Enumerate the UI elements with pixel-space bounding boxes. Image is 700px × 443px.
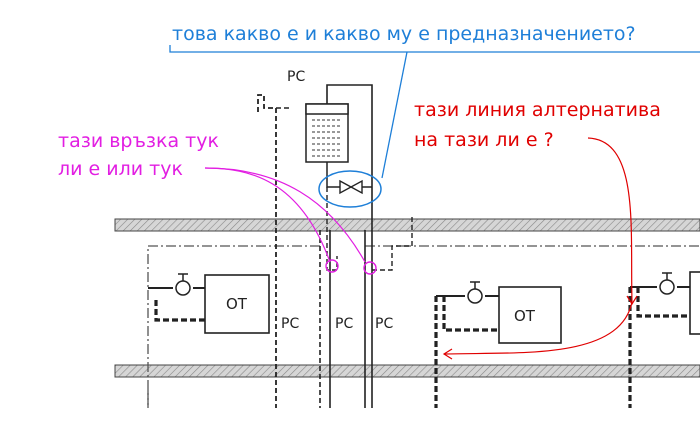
mid-valve-stem [470,281,480,289]
pc-label-2: PC [335,316,353,332]
left-radiator-valve-icon [175,280,191,296]
red-arrow-left [444,301,633,355]
branch-right [372,215,413,271]
pc-label-1: PC [281,316,299,332]
pc-label-top: PC [287,69,305,85]
magenta-question-line1: тази връзка тук [58,130,219,152]
expansion-vessel-top [305,103,349,115]
blue-callout-pointer [381,51,408,179]
red-question-line1: тази линия алтернатива [414,99,661,121]
blue-callout-box [169,45,700,53]
vessel-fill-pattern [312,119,342,157]
radiator-ot-2 [498,286,562,344]
floor-slab-bottom [114,364,700,378]
magenta-target-1 [325,259,339,273]
magenta-arrow-2 [204,167,366,263]
left-radiator-pipe-b [154,300,205,322]
radiator-ot-2-label: OT [514,307,536,325]
dash-dot-line [147,245,700,408]
blue-question-text: това какво е и какво му е предназначение… [172,23,636,45]
magenta-target-2 [363,261,377,275]
radiator-ot-1 [204,274,270,334]
top-stub [257,94,277,408]
red-arrow-left-head [442,348,453,360]
red-arrow-down [587,137,633,303]
magenta-arrow-1 [204,167,331,263]
blue-highlight-ellipse [318,170,382,208]
radiator-partial [689,271,700,335]
red-question-line2: на тази ли е ? [414,129,554,151]
floor-slab-top [114,218,700,232]
valve-icon [339,179,363,195]
valve-pipe [326,162,372,188]
left-valve-stem [178,273,188,281]
right-radiator-pipe-b [628,287,690,408]
vessel-top-pipe [326,84,373,408]
magenta-question-line2: ли е или тук [58,158,183,180]
mid-radiator-pipe-b [434,296,499,408]
radiator-ot-1-label: OT [226,295,248,313]
mid-radiator-valve-icon [467,288,483,304]
pc-label-3: PC [375,316,393,332]
right-radiator-valve-icon [659,279,675,295]
right-valve-stem [662,272,672,280]
